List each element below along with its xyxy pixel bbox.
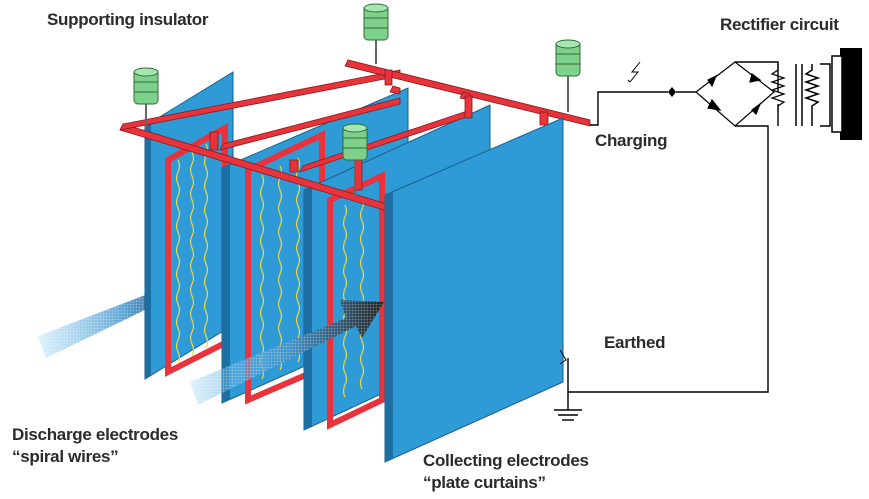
- label-discharge-electrodes: Discharge electrodes: [12, 425, 178, 444]
- junction-node: [668, 87, 676, 97]
- label-earthed: Earthed: [604, 333, 666, 352]
- spiral-wires-2: [259, 157, 301, 380]
- diode-icon: [695, 61, 775, 127]
- transformer-icon: [795, 63, 831, 127]
- label-collecting-electrodes: Collecting electrodes: [423, 451, 589, 470]
- discharge-frame-3: [327, 171, 385, 430]
- insulator-icon: [363, 3, 389, 64]
- gas-flow-arrow-lower: [190, 300, 384, 405]
- label-spiral-wires: “spiral wires”: [12, 447, 119, 466]
- power-source: [831, 48, 862, 140]
- spark-icon: [627, 61, 641, 83]
- circuit-wiring: [567, 61, 779, 393]
- insulator-icon: [342, 123, 368, 195]
- ground-icon: [554, 392, 582, 421]
- label-supporting-insulator: Supporting insulator: [47, 10, 209, 29]
- insulator-icon: [133, 67, 159, 128]
- label-rectifier-circuit: Rectifier circuit: [720, 15, 839, 34]
- label-charging: Charging: [595, 131, 668, 150]
- insulator-icon: [555, 39, 581, 112]
- high-voltage-frame: [119, 59, 591, 212]
- resistor-icon: [770, 62, 786, 112]
- collecting-plate-front: [384, 117, 564, 463]
- spiral-wires-1: [175, 143, 209, 365]
- label-plate-curtains: “plate curtains”: [423, 473, 546, 492]
- ground-clamp: [559, 349, 567, 365]
